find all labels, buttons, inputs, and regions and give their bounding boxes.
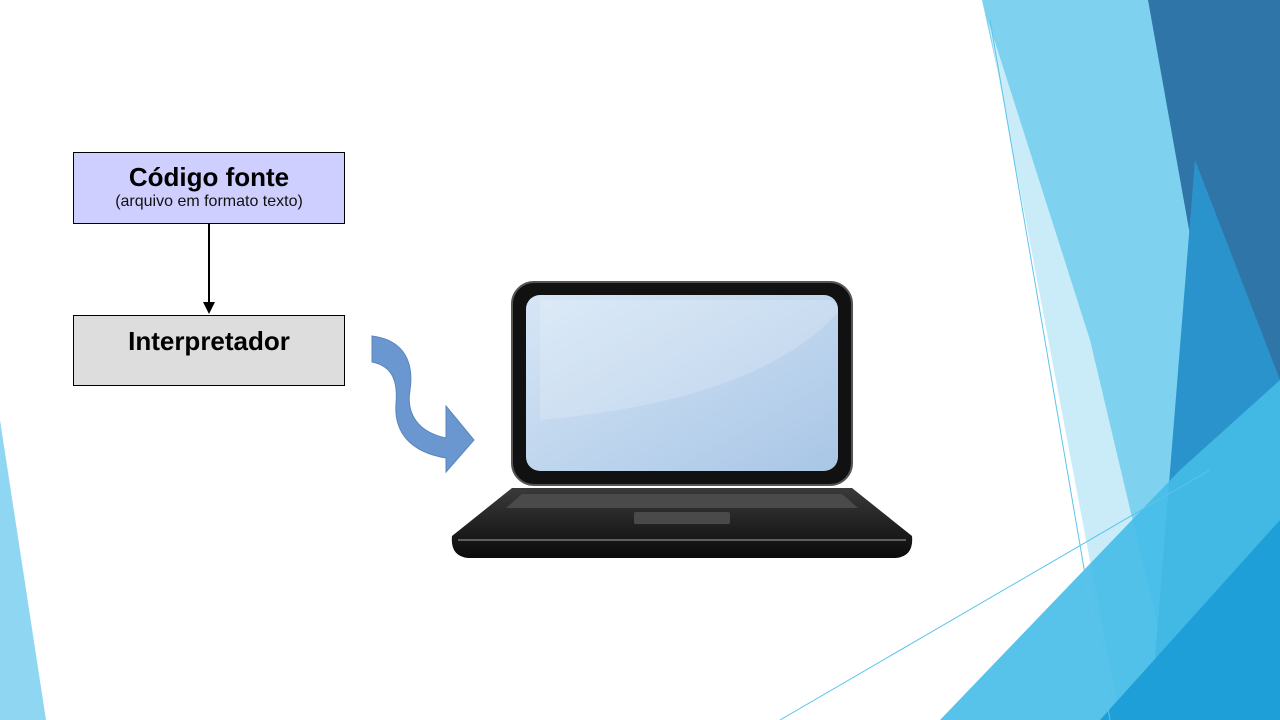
source-code-title: Código fonte [128, 162, 290, 192]
screen-glare [540, 300, 838, 420]
laptop-icon [451, 281, 913, 558]
left-edge-facet [0, 420, 46, 720]
source-code-box: Código fonte (arquivo em formato texto) [73, 152, 345, 224]
interpreter-title: Interpretador [128, 326, 290, 356]
laptop-keyboard [506, 494, 858, 508]
curved-arrow [371, 335, 475, 474]
decor-line-2 [779, 469, 1211, 720]
laptop-touchpad [634, 512, 730, 524]
right-facet-deep [1100, 520, 1280, 720]
connector-arrow [203, 224, 215, 314]
decor-line-1 [989, 19, 1111, 720]
laptop-screen [526, 295, 838, 471]
interpreter-box: Interpretador [73, 315, 345, 386]
connector-arrowhead [203, 302, 215, 314]
source-code-subtitle: (arquivo em formato texto) [115, 193, 303, 210]
